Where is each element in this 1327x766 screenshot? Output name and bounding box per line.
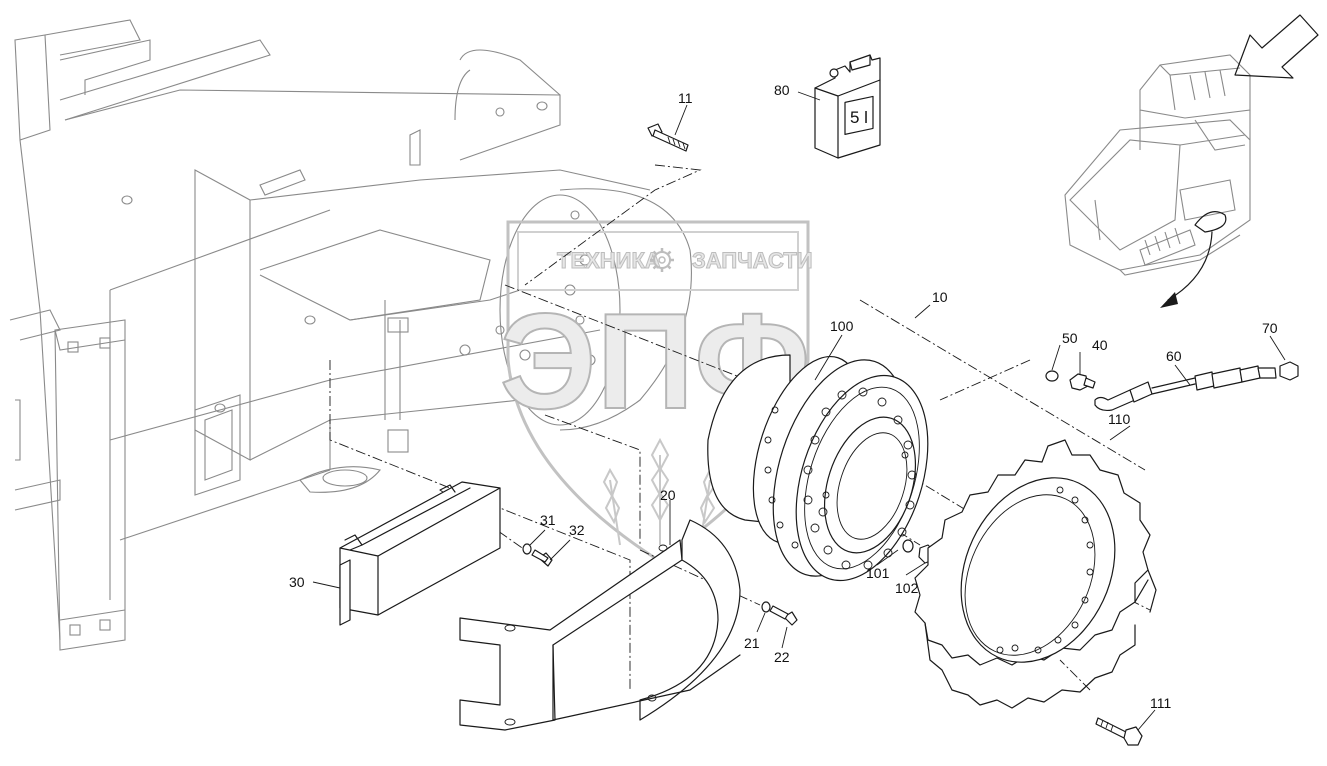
can-volume-label: 5 l <box>850 108 868 127</box>
watermark-right-text: ЗАПЧАСТИ <box>692 248 813 273</box>
hose-assembly <box>1045 361 1299 412</box>
callout-30: 30 <box>289 574 305 590</box>
leader-lines <box>312 91 1286 731</box>
washer-31-bolt-32 <box>522 543 553 567</box>
watermark-left-text: ТЕХНИКА <box>557 248 661 273</box>
callout-20: 20 <box>660 487 676 503</box>
callout-70: 70 <box>1262 320 1278 336</box>
callouts: 10 11 20 21 22 30 31 32 40 50 60 70 80 1… <box>289 82 1278 711</box>
callout-111: 111 <box>1150 695 1171 711</box>
cover-plate-30 <box>339 481 501 626</box>
callout-50: 50 <box>1062 330 1078 346</box>
callout-11: 11 <box>678 90 693 106</box>
bolt-11 <box>647 123 689 152</box>
callout-80: 80 <box>774 82 790 98</box>
machine-overview <box>1064 14 1319 308</box>
callout-100: 100 <box>830 318 854 334</box>
oil-can: 5 l <box>814 54 881 159</box>
callout-102: 102 <box>895 580 919 596</box>
callout-31: 31 <box>540 512 556 528</box>
callout-40: 40 <box>1092 337 1108 353</box>
guard-20 <box>459 519 741 731</box>
callout-101: 101 <box>866 565 890 581</box>
washer-21-bolt-22 <box>761 601 798 626</box>
callout-21: 21 <box>744 635 760 651</box>
callout-110: 110 <box>1108 411 1131 427</box>
callout-10: 10 <box>932 289 948 305</box>
sprocket-110 <box>914 439 1157 709</box>
callout-22: 22 <box>774 649 790 665</box>
gear-icon <box>650 248 674 272</box>
hub-100 <box>707 354 929 582</box>
machine-frame <box>9 19 692 651</box>
wheat-icon <box>602 437 719 546</box>
bolt-111 <box>1095 717 1143 746</box>
callout-32: 32 <box>569 522 585 538</box>
callout-60: 60 <box>1166 348 1182 364</box>
